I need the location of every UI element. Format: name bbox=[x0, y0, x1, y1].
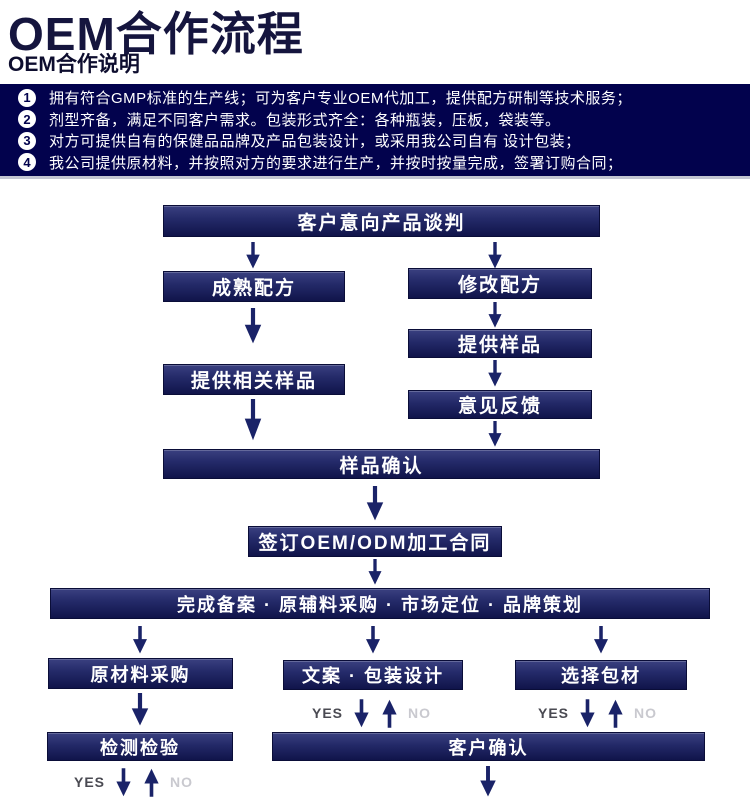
down-arrow-icon bbox=[133, 626, 147, 654]
down-arrow-icon bbox=[594, 626, 608, 654]
flow-node-raw-material: 原材料采购 bbox=[48, 658, 233, 689]
flow-node-customer-confirm: 客户确认 bbox=[272, 732, 705, 761]
flow-node-filing: 完成备案 · 原辅料采购 · 市场定位 · 品牌策划 bbox=[50, 588, 710, 619]
notes-banner: 1 拥有符合GMP标准的生产线；可为客户专业OEM代加工，提供配方研制等技术服务… bbox=[0, 84, 750, 179]
yes-no-decision: YES NO bbox=[538, 697, 657, 729]
note-text: 拥有符合GMP标准的生产线；可为客户专业OEM代加工，提供配方研制等技术服务； bbox=[49, 90, 632, 108]
note-item: 2 剂型齐备，满足不同客户需求。包装形式齐全：各种瓶装，压板，袋装等。 bbox=[18, 109, 740, 130]
up-arrow-icon bbox=[608, 699, 623, 728]
down-arrow-icon bbox=[244, 308, 262, 344]
flow-node-provide-samples: 提供样品 bbox=[408, 329, 592, 358]
note-text: 剂型齐备，满足不同客户需求。包装形式齐全：各种瓶装，压板，袋装等。 bbox=[49, 111, 561, 129]
yes-label: YES bbox=[312, 705, 344, 721]
flow-node-sign-contract: 签订OEM/ODM加工合同 bbox=[248, 526, 502, 557]
down-arrow-icon bbox=[354, 698, 369, 727]
flow-node-modify-formula: 修改配方 bbox=[408, 268, 592, 299]
down-arrow-icon bbox=[366, 486, 384, 521]
flow-node-negotiation: 客户意向产品谈判 bbox=[163, 205, 600, 237]
page-title: OEM合作流程 bbox=[8, 8, 304, 60]
yes-label: YES bbox=[538, 705, 570, 721]
yes-label: YES bbox=[74, 774, 106, 790]
number-badge: 2 bbox=[18, 110, 36, 129]
no-label: NO bbox=[170, 774, 194, 790]
page-subtitle: OEM合作说明 bbox=[8, 53, 140, 76]
down-arrow-icon bbox=[488, 421, 502, 447]
down-arrow-icon bbox=[488, 302, 502, 328]
note-item: 3 对方可提供自有的保健品品牌及产品包装设计，或采用我公司自有 设计包装； bbox=[18, 130, 740, 151]
number-badge: 1 bbox=[18, 88, 36, 107]
down-arrow-icon bbox=[116, 767, 131, 796]
down-arrow-icon bbox=[366, 626, 380, 654]
up-arrow-icon bbox=[144, 768, 159, 797]
yes-no-decision: YES NO bbox=[74, 766, 193, 798]
no-label: NO bbox=[408, 705, 432, 721]
down-arrow-icon bbox=[480, 766, 496, 797]
flow-node-feedback: 意见反馈 bbox=[408, 390, 592, 419]
flow-node-copy-packaging: 文案 · 包装设计 bbox=[283, 660, 463, 690]
down-arrow-icon bbox=[246, 242, 260, 269]
number-badge: 4 bbox=[18, 153, 36, 172]
down-arrow-icon bbox=[131, 693, 149, 726]
yes-no-decision: YES NO bbox=[312, 697, 431, 729]
down-arrow-icon bbox=[244, 399, 262, 441]
down-arrow-icon bbox=[488, 360, 502, 387]
note-item: 4 我公司提供原材料，并按照对方的要求进行生产，并按时按量完成，签署订购合同； bbox=[18, 152, 740, 173]
flow-node-inspection: 检测检验 bbox=[47, 732, 233, 761]
flow-node-provide-related-samples: 提供相关样品 bbox=[163, 364, 345, 395]
down-arrow-icon bbox=[488, 242, 502, 269]
flow-node-mature-formula: 成熟配方 bbox=[163, 271, 345, 302]
no-label: NO bbox=[634, 705, 658, 721]
flow-node-select-packaging: 选择包材 bbox=[515, 660, 687, 690]
number-badge: 3 bbox=[18, 131, 36, 150]
up-arrow-icon bbox=[382, 699, 397, 728]
flow-node-sample-confirm: 样品确认 bbox=[163, 449, 600, 479]
down-arrow-icon bbox=[368, 559, 382, 585]
note-item: 1 拥有符合GMP标准的生产线；可为客户专业OEM代加工，提供配方研制等技术服务… bbox=[18, 87, 740, 108]
down-arrow-icon bbox=[580, 698, 595, 727]
note-text: 对方可提供自有的保健品品牌及产品包装设计，或采用我公司自有 设计包装； bbox=[49, 133, 581, 151]
note-text: 我公司提供原材料，并按照对方的要求进行生产，并按时按量完成，签署订购合同； bbox=[49, 154, 623, 172]
